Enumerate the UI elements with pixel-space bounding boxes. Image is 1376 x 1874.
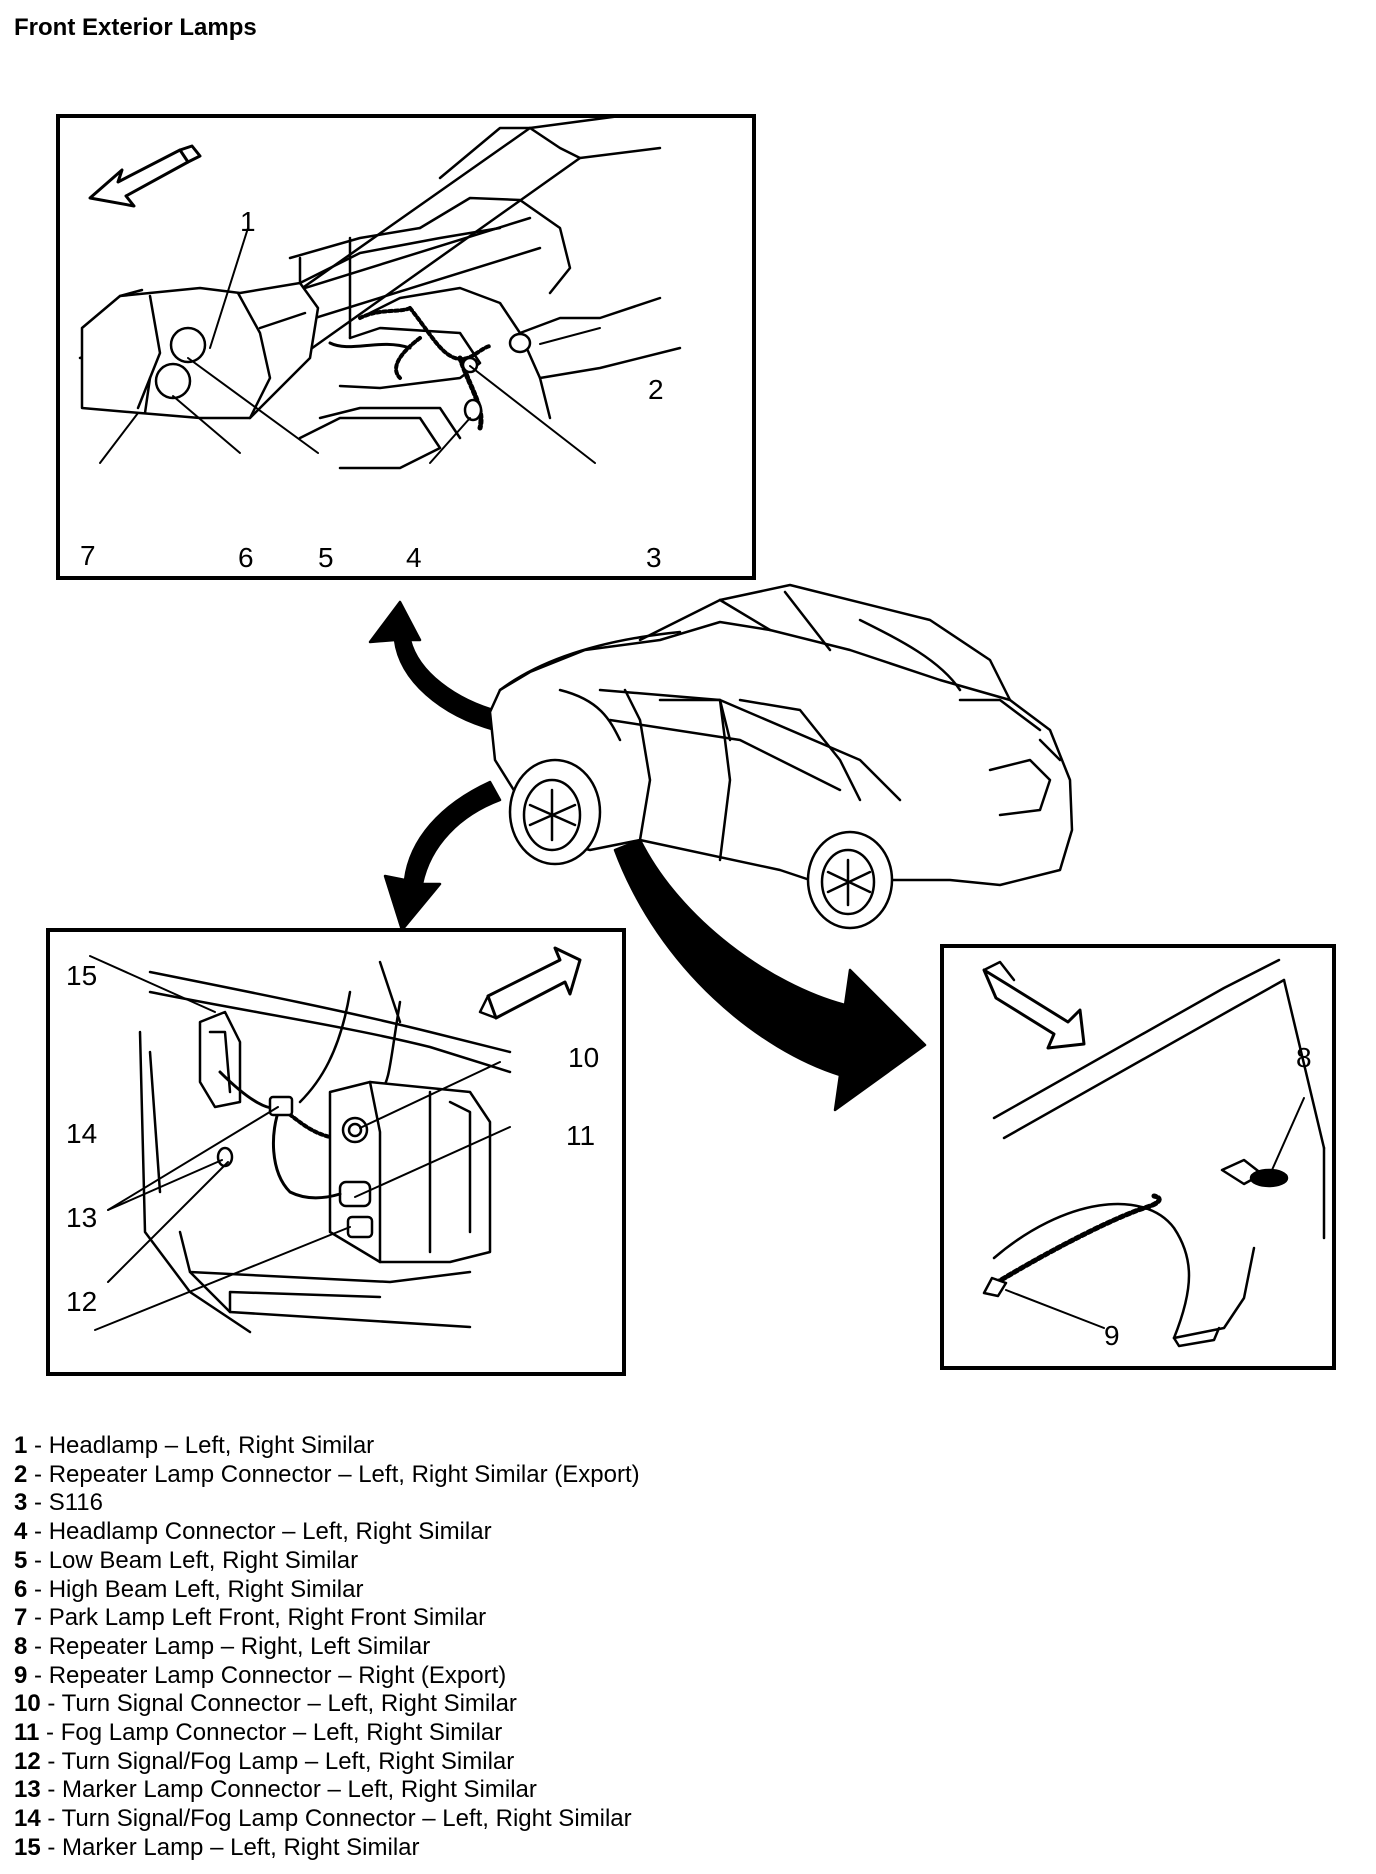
headlamp-illustration xyxy=(78,118,682,470)
legend-item: 9 - Repeater Lamp Connector – Right (Exp… xyxy=(14,1661,507,1689)
legend-item: 1 - Headlamp – Left, Right Similar xyxy=(14,1432,375,1459)
page-title: Front Exterior Lamps xyxy=(14,14,257,41)
low-beam-circle xyxy=(169,326,207,364)
legend-item: 14 - Turn Signal/Fog Lamp Connector – Le… xyxy=(14,1805,632,1833)
callout-14: 14 xyxy=(66,1118,98,1149)
legend-item: 4 - Headlamp Connector – Left, Right Sim… xyxy=(14,1518,492,1546)
callout-13: 13 xyxy=(66,1202,98,1233)
callout-1: 1 xyxy=(240,206,256,237)
legend-item: 10 - Turn Signal Connector – Left, Right… xyxy=(14,1690,517,1718)
callout-8: 8 xyxy=(1296,1042,1312,1073)
callout-4: 4 xyxy=(406,542,422,573)
repeater-lamp-detail-panel: 8 9 xyxy=(940,944,1336,1370)
up-arrow-icon xyxy=(368,600,502,732)
callout-12: 12 xyxy=(66,1286,98,1317)
legend-item: 11 - Fog Lamp Connector – Left, Right Si… xyxy=(14,1719,503,1747)
legend: 1 - Headlamp – Left, Right Similar 2 - R… xyxy=(14,1432,640,1863)
fender-arch xyxy=(1172,1246,1256,1340)
right-arrow-icon xyxy=(613,838,927,1112)
legend-item: 15 - Marker Lamp – Left, Right Similar xyxy=(14,1833,420,1861)
legend-item: 3 - S116 xyxy=(14,1489,103,1517)
high-beam-circle xyxy=(154,362,192,400)
callout-2: 2 xyxy=(648,374,664,405)
callout-10: 10 xyxy=(568,1042,600,1073)
repeater-lamp xyxy=(1249,1168,1289,1188)
callout-5: 5 xyxy=(318,542,334,573)
forward-arrow-icon xyxy=(88,148,190,208)
down-arrow-icon xyxy=(383,780,502,932)
front-wheel xyxy=(508,758,602,866)
callout-7: 7 xyxy=(80,540,96,571)
car-icon xyxy=(488,583,1074,930)
legend-item: 13 - Marker Lamp Connector – Left, Right… xyxy=(14,1776,537,1804)
headlamp-detail-panel: 1 2 3 4 5 6 7 xyxy=(56,114,756,580)
fog-turn-lamp-detail-panel: 15 10 14 11 13 12 xyxy=(46,928,626,1376)
callout-6: 6 xyxy=(238,542,254,573)
rearward-arrow-icon xyxy=(486,946,582,1020)
legend-item: 12 - Turn Signal/Fog Lamp – Left, Right … xyxy=(14,1747,515,1775)
legend-item: 5 - Low Beam Left, Right Similar xyxy=(14,1546,359,1574)
legend-item: 7 - Park Lamp Left Front, Right Front Si… xyxy=(14,1604,487,1632)
callout-3: 3 xyxy=(646,542,662,573)
repeater-lamp-illustration xyxy=(982,958,1326,1348)
callout-15: 15 xyxy=(66,960,98,991)
callout-9: 9 xyxy=(1104,1320,1120,1351)
callout-11: 11 xyxy=(566,1120,596,1151)
marker-lamp xyxy=(198,1010,242,1109)
legend-item: 6 - High Beam Left, Right Similar xyxy=(14,1575,364,1603)
fog-lamp-illustration xyxy=(89,946,582,1334)
legend-item: 2 - Repeater Lamp Connector – Left, Righ… xyxy=(14,1460,640,1488)
legend-item: 8 - Repeater Lamp – Right, Left Similar xyxy=(14,1632,431,1660)
forward-arrow-icon-2 xyxy=(982,968,1086,1050)
